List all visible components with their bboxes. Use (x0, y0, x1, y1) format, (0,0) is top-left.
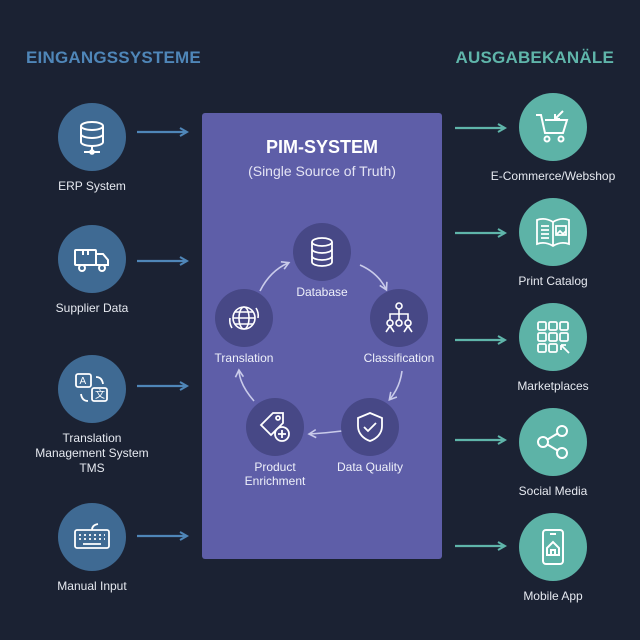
shield-check-icon (341, 398, 399, 456)
truck-icon (58, 225, 126, 293)
pim-step-database: Database (262, 223, 382, 299)
output-arrow (455, 225, 507, 241)
pim-title: PIM-SYSTEM (265, 137, 378, 157)
pim-step-data-quality: Data Quality (310, 398, 430, 474)
inputs-heading: EINGANGSSYSTEME (26, 48, 201, 67)
input-arrow (137, 528, 189, 544)
pim-step-label: Translation (214, 351, 274, 365)
pim-step-label: Classification (363, 351, 435, 365)
output-arrow (455, 332, 507, 348)
pim-step-label: Product Enrichment (244, 460, 306, 488)
output-label: Marketplaces (517, 379, 589, 393)
input-label: ERP System (58, 179, 126, 193)
input-arrow (137, 378, 189, 394)
pim-subtitle: (Single Source of Truth) (248, 163, 396, 179)
output-mobile-app: Mobile App (483, 513, 623, 604)
output-arrow (455, 538, 507, 554)
svg-text:文: 文 (95, 388, 105, 401)
input-arrow (137, 124, 189, 140)
input-manual-input: Manual Input (22, 503, 162, 594)
pim-step-classification: Classification (339, 289, 459, 365)
pim-system-panel: PIM-SYSTEM (Single Source of Truth) Data… (202, 113, 442, 559)
output-label: Social Media (518, 484, 588, 498)
tag-add-icon (246, 398, 304, 456)
database-server-icon (58, 103, 126, 171)
translate-icon: A 文 (58, 355, 126, 423)
output-label: E-Commerce/Webshop (490, 169, 616, 183)
output-print-catalog: Print Catalog (483, 198, 623, 289)
mobile-icon (519, 513, 587, 581)
input-arrow (137, 253, 189, 269)
pim-step-label: Data Quality (336, 460, 404, 474)
cart-icon (519, 93, 587, 161)
database-icon (293, 223, 351, 281)
output-social-media: Social Media (483, 408, 623, 499)
input-label: Translation Management System TMS (35, 431, 149, 475)
share-icon (519, 408, 587, 476)
hierarchy-icon (370, 289, 428, 347)
keyboard-icon (58, 503, 126, 571)
output-marketplaces: Marketplaces (483, 303, 623, 394)
output-ecommerce: E-Commerce/Webshop (483, 93, 623, 184)
pim-step-label: Database (296, 285, 348, 299)
pim-step-product-enrichment: Product Enrichment (215, 398, 335, 488)
output-arrow (455, 120, 507, 136)
input-supplier-data: Supplier Data (22, 225, 162, 316)
globe-icon (215, 289, 273, 347)
input-label: Manual Input (57, 579, 127, 593)
pim-step-translation: Translation (184, 289, 304, 365)
input-erp-system: ERP System (22, 103, 162, 194)
output-label: Mobile App (523, 589, 583, 603)
svg-text:A: A (80, 376, 87, 387)
output-arrow (455, 432, 507, 448)
input-label: Supplier Data (55, 301, 129, 315)
catalog-icon (519, 198, 587, 266)
input-translation-management: A 文 Translation Management System TMS (22, 355, 162, 476)
outputs-heading: AUSGABEKANÄLE (455, 48, 614, 67)
output-label: Print Catalog (518, 274, 588, 288)
grid-icon (519, 303, 587, 371)
